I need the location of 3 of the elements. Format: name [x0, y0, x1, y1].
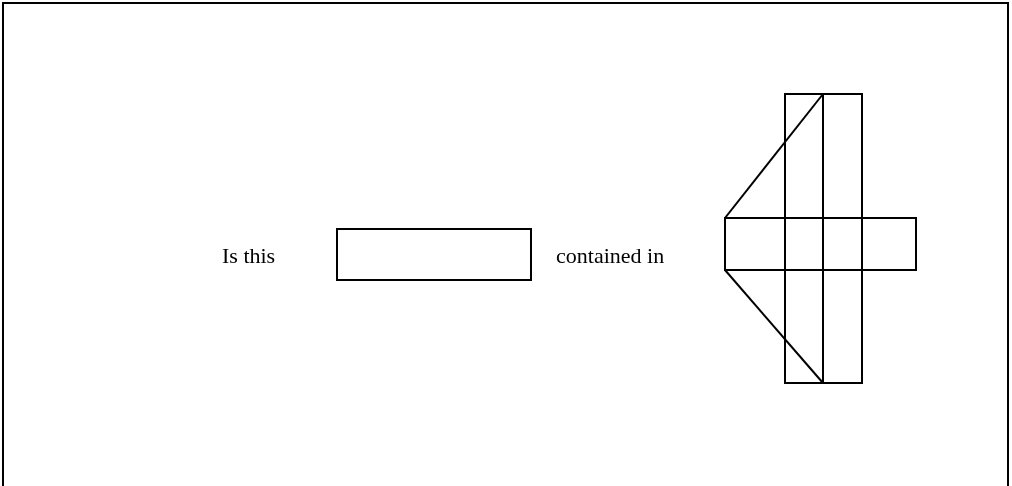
question-text: Is this [222, 245, 276, 267]
rectangle-shape [336, 228, 532, 281]
question-text: contained in [556, 245, 665, 267]
